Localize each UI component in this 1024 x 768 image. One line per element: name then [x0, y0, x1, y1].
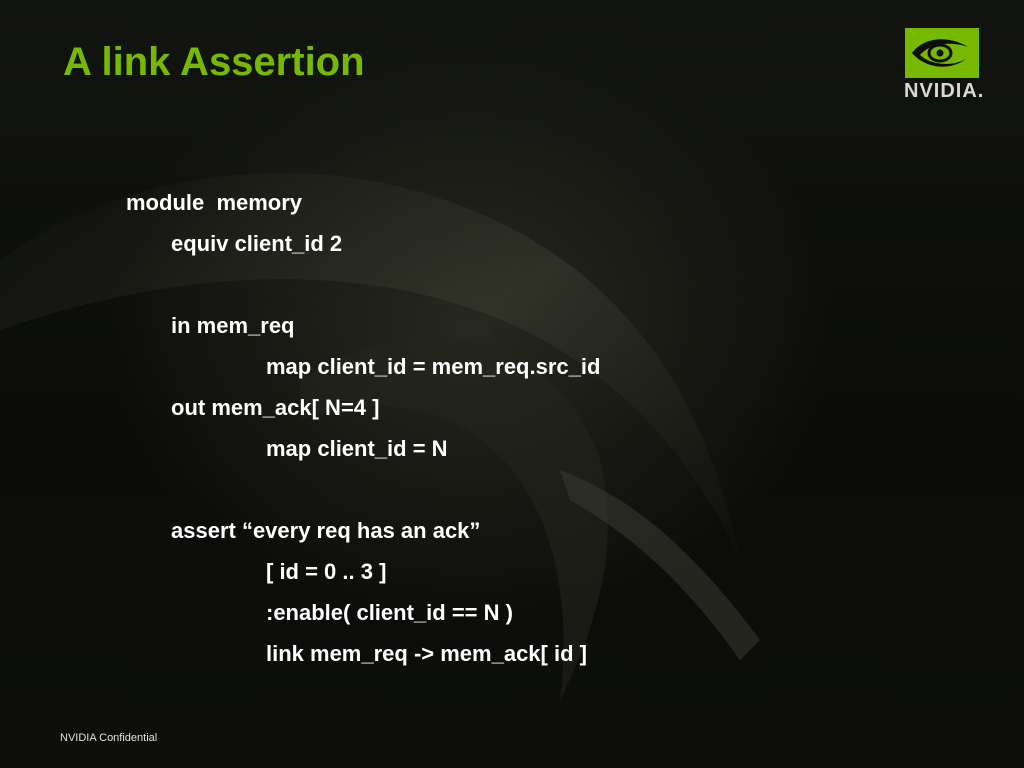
- code-line: module memory: [126, 190, 303, 215]
- code-line: [ id = 0 .. 3 ]: [266, 559, 387, 584]
- code-line: equiv client_id 2: [171, 231, 343, 256]
- nvidia-eye-icon: [905, 28, 979, 78]
- code-line: in mem_req: [171, 313, 295, 338]
- slide-title: A link Assertion: [63, 40, 365, 84]
- code-line: assert “every req has an ack”: [171, 518, 481, 543]
- code-line: map client_id = N: [266, 436, 448, 461]
- code-line: :enable( client_id == N ): [266, 600, 513, 625]
- code-line: link mem_req -> mem_ack[ id ]: [266, 641, 587, 666]
- code-line: map client_id = mem_req.src_id: [266, 354, 601, 379]
- nvidia-logo-text: NVIDIA.: [904, 80, 985, 102]
- footer-confidential: NVIDIA Confidential: [60, 732, 158, 744]
- code-line: out mem_ack[ N=4 ]: [171, 395, 380, 420]
